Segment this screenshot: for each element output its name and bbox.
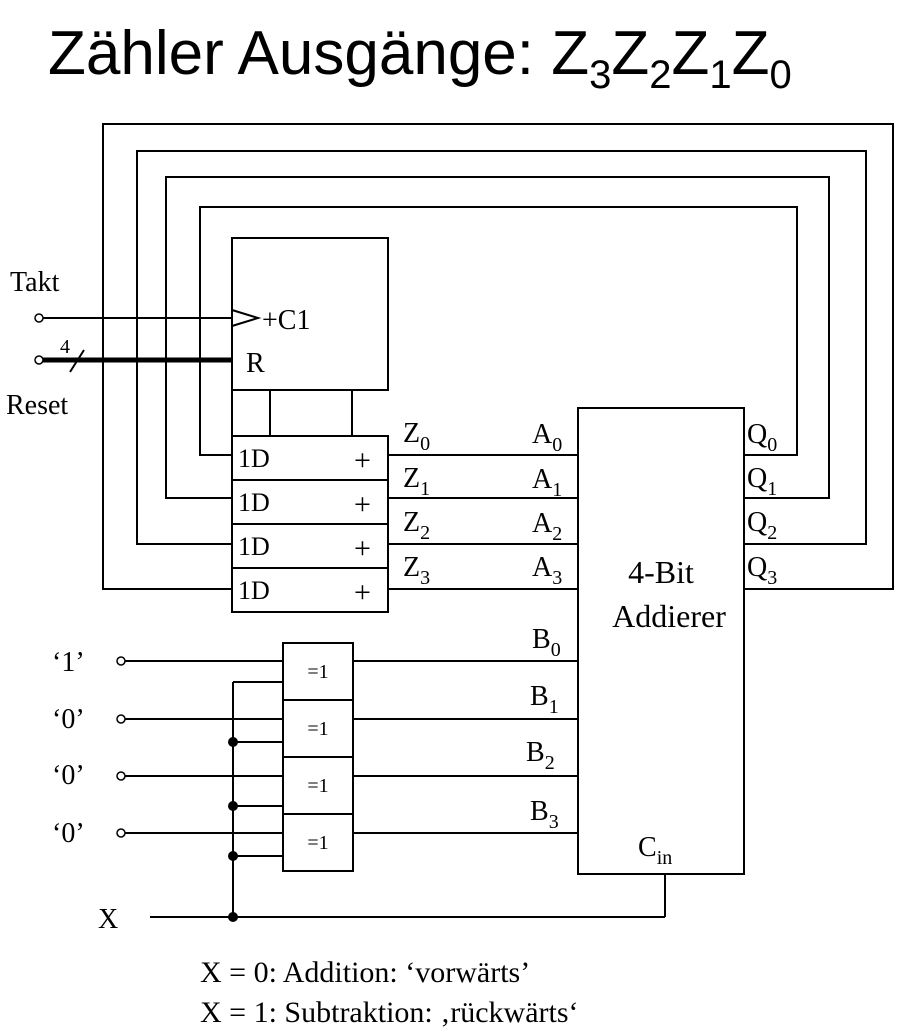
register-cells: 1D + 1D + 1D + 1D + — [231, 435, 389, 613]
reset-input-terminal[interactable] — [34, 355, 44, 365]
legend-line-subtraction: X = 1: Subtraktion: ‚rückwärts‘ — [200, 996, 579, 1029]
page-title: Zähler Ausgänge: Z3Z2Z1Z0 — [48, 19, 792, 97]
adder-output-q0: Q0 — [747, 419, 777, 456]
clock-edge-indicator — [231, 309, 262, 327]
adder-input-b3: B3 — [530, 796, 559, 833]
register-cell-0-q: + — [354, 444, 371, 477]
adder-output-q1: Q1 — [747, 463, 777, 500]
junction-dot — [228, 801, 238, 811]
bus-width-slash — [69, 349, 85, 373]
feedback-wire-q1 — [165, 176, 830, 499]
register-cell-1-d: 1D — [238, 488, 270, 517]
junction-dot — [228, 912, 238, 922]
register-cell-3-d: 1D — [238, 576, 270, 605]
b0-constant-label: ‘1’ — [52, 647, 85, 678]
takt-input-terminal[interactable] — [34, 313, 44, 323]
adder-input-a0: A0 — [532, 419, 562, 456]
b3-constant-label: ‘0’ — [52, 818, 85, 849]
xor-gate-1 — [282, 699, 354, 758]
junction-dot — [228, 737, 238, 747]
adder-label-line2: Addierer — [612, 598, 726, 634]
b3-input-terminal[interactable] — [116, 828, 126, 838]
legend-line-addition: X = 0: Addition: ‘vorwärts’ — [200, 956, 530, 989]
xor-gates: =1 =1 =1 =1 — [282, 642, 354, 872]
adder-output-q3: Q3 — [747, 552, 777, 589]
reset-label-text: Reset — [6, 390, 68, 421]
register-cell-2-q: + — [354, 532, 371, 565]
adder-carry-in-label: Cin — [638, 832, 672, 869]
xor-gate-0-label: =1 — [307, 661, 328, 683]
feedback-wires — [102, 123, 894, 590]
adder-block — [577, 407, 745, 875]
reset-bus-width-label: 4 — [60, 336, 70, 358]
takt-label: Takt — [10, 267, 60, 298]
xor-output-wires — [353, 660, 578, 834]
b1-constant-label: ‘0’ — [52, 704, 85, 735]
xor-gate-2-label: =1 — [307, 775, 328, 797]
xor-gate-3-label: =1 — [307, 832, 328, 854]
adder-input-b1: B1 — [530, 681, 559, 718]
adder-label-line1: 4-Bit — [628, 554, 694, 590]
b2-input-terminal[interactable] — [116, 771, 126, 781]
register-cell-2-d: 1D — [238, 532, 270, 561]
clock-label: +C1 — [262, 305, 310, 336]
adder-output-q2: Q2 — [747, 507, 777, 544]
z3-label: Z3 — [403, 552, 430, 589]
b2-constant-label: ‘0’ — [52, 760, 85, 791]
register-cell-0-d: 1D — [238, 444, 270, 473]
x-input-label: X — [98, 904, 118, 935]
adder-input-a3: A3 — [532, 552, 562, 589]
register-control-block: +C1 R — [231, 237, 389, 455]
reset-label: R — [246, 348, 265, 379]
feedback-wire-q3 — [102, 123, 894, 590]
z-output-wires — [388, 454, 578, 590]
feedback-wire-q0 — [199, 206, 798, 456]
register-cell-3-q: + — [354, 576, 371, 609]
feedback-wire-q2 — [136, 150, 867, 545]
z2-label: Z2 — [403, 507, 430, 544]
z1-label: Z1 — [403, 463, 430, 500]
register-cell-1-q: + — [354, 488, 371, 521]
xor-gate-1-label: =1 — [307, 718, 328, 740]
xor-gate-3 — [282, 813, 354, 872]
junction-dot — [228, 851, 238, 861]
adder-input-a2: A2 — [532, 508, 562, 545]
b-input-wires — [125, 660, 283, 834]
adder-input-b0: B0 — [532, 624, 561, 661]
adder-input-b2: B2 — [526, 737, 555, 774]
z0-label: Z0 — [403, 418, 430, 455]
b1-input-terminal[interactable] — [116, 714, 126, 724]
b0-input-terminal[interactable] — [116, 656, 126, 666]
adder-input-a1: A1 — [532, 464, 562, 501]
